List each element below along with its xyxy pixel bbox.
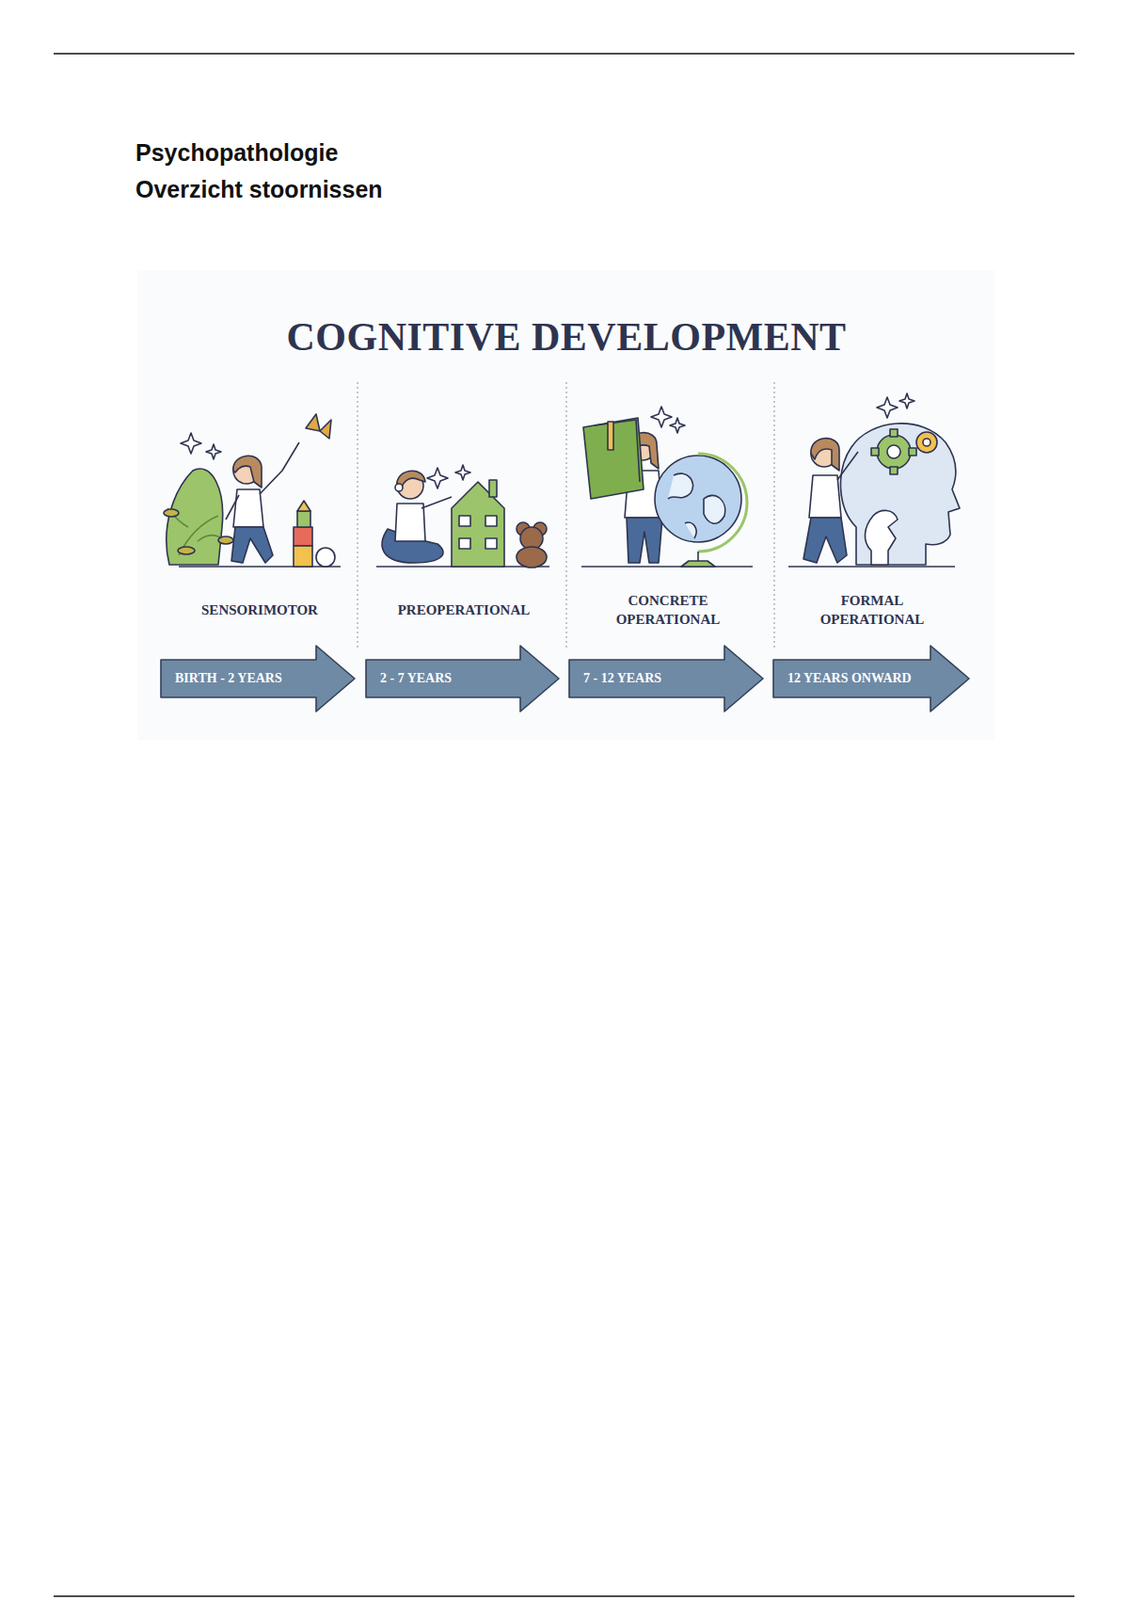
illustration-part [297, 510, 311, 527]
illustration-part [667, 473, 726, 539]
illustration-part [788, 565, 955, 568]
illustration-part [810, 438, 840, 471]
illustration-part [864, 509, 898, 565]
preoperational-figure [381, 464, 547, 568]
illustration-part [651, 406, 685, 433]
illustration-part [876, 393, 915, 418]
illustration-part [583, 417, 644, 499]
illustration-part [837, 451, 859, 480]
illustration-part [890, 466, 898, 475]
illustration-part [233, 455, 262, 488]
illustration-part [231, 526, 273, 563]
illustration-part [841, 423, 960, 565]
age-arrow: 12 YEARS ONWARD [772, 644, 970, 713]
illustration-part [259, 442, 300, 494]
illustration-part [177, 546, 195, 555]
stage-label: FORMAL OPERATIONAL [792, 590, 953, 630]
illustration-part [922, 438, 931, 446]
arrow-outline [160, 645, 355, 712]
illustration-part [916, 431, 938, 453]
header-rule [53, 52, 1075, 55]
illustration-part [516, 546, 547, 568]
illustration-part [395, 483, 403, 492]
illustration-part [297, 500, 311, 511]
illustration-part [427, 464, 471, 489]
illustration-part [180, 432, 222, 460]
illustration-part [293, 545, 313, 567]
document-heading: Psychopathologie [135, 139, 338, 167]
arrow-outline [569, 645, 764, 712]
age-range: BIRTH - 2 YEARS [174, 670, 283, 686]
illustration-part [489, 479, 497, 497]
illustration-part [163, 508, 179, 517]
illustration-part [485, 515, 497, 526]
age-range: 2 - 7 YEARS [380, 670, 452, 686]
illustration-part [356, 381, 358, 648]
age-arrow: 7 - 12 YEARS [568, 644, 764, 713]
stage-label: SENSORIMOTOR [179, 600, 340, 620]
illustration-part [581, 565, 753, 568]
arrow-outline [365, 645, 559, 712]
age-arrow: 2 - 7 YEARS [365, 644, 560, 713]
illustration-part [395, 503, 426, 541]
illustration-part [421, 496, 452, 509]
concrete-operational-figure [583, 406, 748, 567]
illustration-part [305, 413, 332, 439]
illustration-part [218, 536, 234, 544]
illustration-part [178, 565, 341, 568]
document-heading: Overzicht stoornissen [135, 175, 383, 204]
illustration-part [316, 547, 335, 567]
illustration-part [681, 560, 716, 567]
illustration-part [607, 421, 614, 450]
age-arrow: BIRTH - 2 YEARS [159, 644, 356, 713]
age-range: 12 YEARS ONWARD [787, 670, 912, 686]
illustration-part [594, 419, 640, 482]
illustration-part [773, 381, 775, 648]
illustration-part [803, 517, 847, 563]
stage-label: CONCRETE OPERATIONAL [588, 590, 748, 630]
footer-rule [53, 1594, 1075, 1597]
illustration-part [626, 517, 663, 563]
diagram-title: COGNITIVE DEVELOPMENT [286, 314, 846, 360]
stage-label: PREOPERATIONAL [383, 600, 544, 620]
illustration-part [485, 538, 497, 549]
illustration-part [565, 381, 567, 648]
illustration-part [459, 538, 471, 549]
illustration-part [225, 494, 239, 520]
sensorimotor-figure [163, 413, 335, 567]
stage-dividers [357, 381, 775, 648]
illustration-part [293, 526, 313, 546]
arrow-outline [773, 645, 970, 712]
age-range: 7 - 12 YEARS [583, 670, 662, 686]
illustration-part [809, 475, 842, 518]
image-panel [137, 270, 995, 740]
illustration-part [871, 447, 879, 456]
illustration-part [908, 447, 917, 456]
illustration-part [459, 515, 471, 526]
illustration-part [890, 429, 898, 437]
illustration-part [887, 445, 901, 459]
illustration-part [233, 489, 264, 527]
illustration-part [654, 455, 742, 542]
formal-operational-figure [803, 393, 960, 565]
illustration-part [871, 429, 917, 475]
illustration-part [876, 434, 911, 469]
illustration-part [698, 453, 748, 552]
